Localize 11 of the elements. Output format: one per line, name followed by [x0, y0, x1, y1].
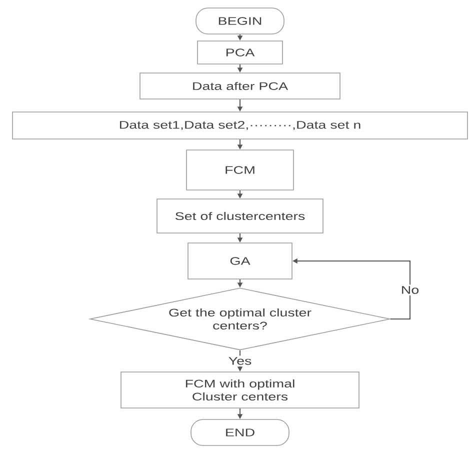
- process-box: GA: [188, 242, 292, 280]
- process-box: Data set1,Data set2,·········,Data set n: [12, 112, 468, 140]
- process-box: Set of clustercenters: [156, 198, 324, 234]
- terminal-node: END: [190, 419, 290, 446]
- edge-label: No: [399, 284, 421, 296]
- process-box: Data after PCA: [140, 72, 340, 100]
- process-box: PCA: [197, 40, 283, 64]
- process-box: FCM with optimal Cluster centers: [120, 372, 360, 408]
- process-box: FCM: [186, 150, 294, 190]
- edge-label: Yes: [226, 356, 254, 366]
- terminal-node: BEGIN: [196, 8, 284, 34]
